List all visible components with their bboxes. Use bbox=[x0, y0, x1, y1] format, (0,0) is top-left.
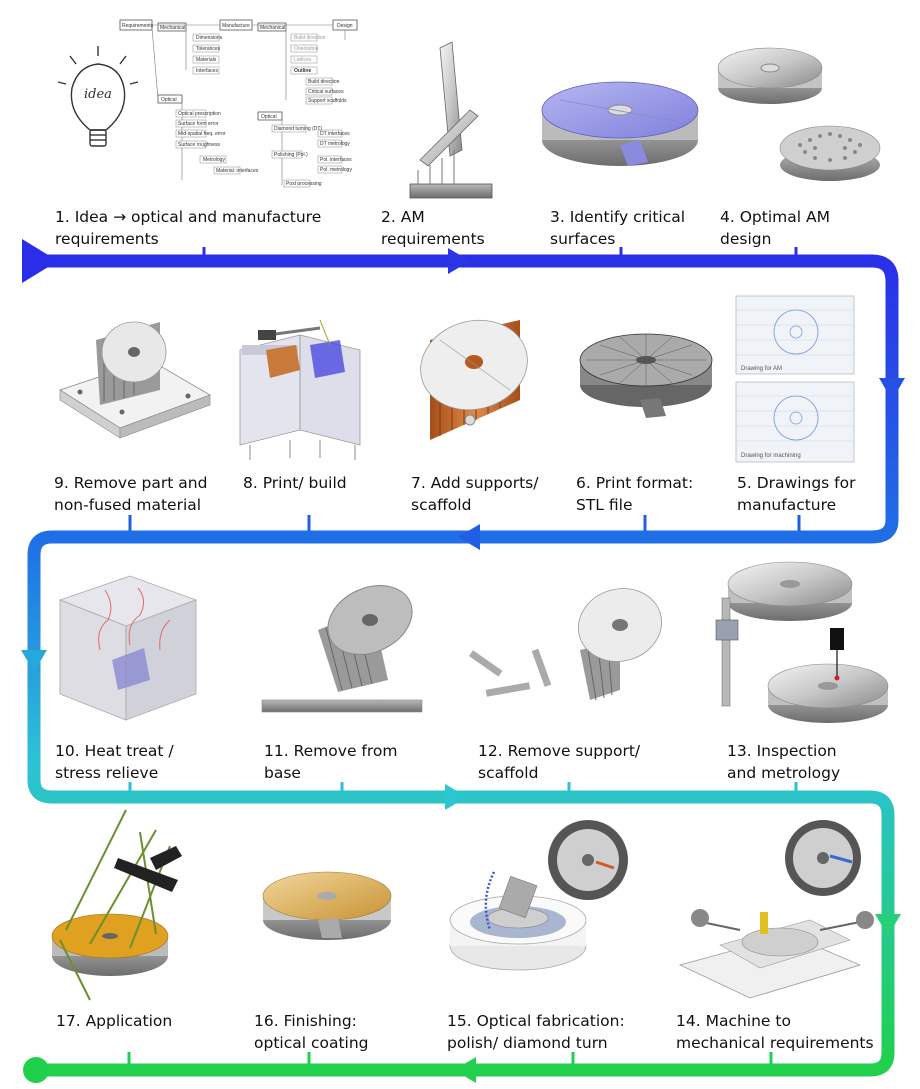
fc-requirements: Requirements bbox=[122, 23, 154, 29]
step-3-label-line-1: 3. Identify critical bbox=[550, 208, 685, 226]
step-13-label-line-1: 13. Inspection bbox=[727, 742, 837, 760]
step-5-label-line-1: 5. Drawings for bbox=[737, 474, 856, 492]
fc-mech-item-3: Materials bbox=[196, 57, 217, 63]
fc-man-mech-2: Orientation bbox=[294, 46, 319, 52]
support-scaffold-icon bbox=[410, 309, 537, 440]
flow-arrow-left-1 bbox=[458, 524, 480, 550]
step-4-label-line-1: 4. Optimal AM bbox=[720, 208, 830, 226]
step-6-label-line-1: 6. Print format: bbox=[576, 474, 693, 492]
fc-man-optical: Optical bbox=[261, 114, 277, 120]
polishing-diamond-turn-icon bbox=[450, 820, 628, 970]
fc-man-mech-3: Lattices bbox=[294, 57, 312, 63]
fc-man-opt-6: Pol. interfaces bbox=[320, 157, 352, 163]
fc-man-mech-5: Build direction bbox=[308, 79, 340, 85]
step-10-label-line-1: 10. Heat treat / bbox=[55, 742, 174, 760]
fc-man-opt-3: Post processing bbox=[286, 181, 322, 187]
fc-opt-item-4: Surface roughness bbox=[178, 142, 220, 148]
fc-opt-item-5: Metrology bbox=[203, 157, 225, 163]
step-15-label-line-1: 15. Optical fabrication: bbox=[447, 1012, 625, 1030]
fc-man-mech-1: Build direction bbox=[294, 35, 326, 41]
step-11-label-line-1: 11. Remove from bbox=[264, 742, 397, 760]
flow-start-arrow bbox=[22, 239, 58, 283]
flow-arrow-left-2 bbox=[454, 1057, 476, 1083]
fc-man-mech-4: Outline bbox=[294, 68, 311, 74]
lattice-mirror-design-icon bbox=[718, 48, 880, 181]
fc-design: Design bbox=[337, 23, 353, 29]
fc-man-opt-5: DT metrology bbox=[320, 141, 350, 147]
flow-arrow-down-1 bbox=[879, 378, 905, 400]
flow-arrow-right-2 bbox=[445, 784, 467, 810]
flow-arrow-down-3 bbox=[875, 914, 901, 936]
flow-arrow-down-2 bbox=[21, 650, 47, 672]
technical-drawings-icon: Drawing for AM Drawing for machining bbox=[736, 296, 854, 462]
step-2-label-line-1: 2. AM bbox=[381, 208, 425, 226]
step-2-label-line-2: requirements bbox=[381, 230, 485, 248]
drawing-am-label: Drawing for AM bbox=[741, 366, 782, 372]
fc-man-mech-6: Critical surfaces bbox=[308, 89, 344, 95]
fc-man-mech-7: Support scaffolds bbox=[308, 98, 347, 104]
step-16-label-line-2: optical coating bbox=[254, 1034, 369, 1052]
step-5-label-line-2: manufacture bbox=[737, 496, 836, 514]
part-on-build-plate-icon bbox=[60, 322, 210, 438]
flow-arrow-right-1 bbox=[448, 248, 470, 274]
fc-manufacture: Manufacture bbox=[222, 23, 250, 29]
idea-lightbulb-icon: idea bbox=[58, 46, 138, 146]
step-16-label-line-1: 16. Finishing: bbox=[254, 1012, 357, 1030]
step-12-label-line-1: 12. Remove support/ bbox=[478, 742, 641, 760]
step-13-label-line-2: and metrology bbox=[727, 764, 840, 782]
svg-text:idea: idea bbox=[84, 87, 112, 102]
step-1-label-line-1: 1. Idea → optical and manufacture bbox=[55, 208, 321, 226]
fc-opt-item-3: Mid-spatial freq. error bbox=[178, 131, 226, 137]
fc-man-opt-4: DT interfaces bbox=[320, 131, 350, 137]
caliper-probe-metrology-icon bbox=[716, 562, 888, 723]
fc-mech-item-2: Tolerances bbox=[196, 46, 221, 52]
step-8-label-line-1: 8. Print/ build bbox=[243, 474, 347, 492]
step-7-label-line-1: 7. Add supports/ bbox=[411, 474, 539, 492]
requirements-flowchart: Requirements Manufacture Design Mechanic… bbox=[120, 20, 357, 187]
step-7-label-line-2: scaffold bbox=[411, 496, 471, 514]
fc-man-opt-7: Pol. metrology bbox=[320, 167, 352, 173]
fc-mechanical: Mechanical bbox=[160, 25, 185, 31]
machining-vice-icon bbox=[680, 820, 874, 998]
step-10-label-line-2: stress relieve bbox=[55, 764, 158, 782]
fc-man-mechanical: Mechanical bbox=[260, 25, 285, 31]
step-6-label-line-2: STL file bbox=[576, 496, 632, 514]
fc-mech-item-4: Interfaces bbox=[196, 68, 218, 74]
step-11-label-line-2: base bbox=[264, 764, 301, 782]
step-1-label-line-2: requirements bbox=[55, 230, 159, 248]
step-14-label-line-1: 14. Machine to bbox=[676, 1012, 791, 1030]
step-4-label-line-2: design bbox=[720, 230, 771, 248]
step-3-label-line-2: surfaces bbox=[550, 230, 615, 248]
fc-man-opt-1: Diamond turning (DT) bbox=[274, 126, 322, 132]
step-12-label-line-2: scaffold bbox=[478, 764, 538, 782]
fc-optical: Optical bbox=[161, 97, 177, 103]
part-removed-from-base-icon bbox=[262, 572, 423, 712]
fc-opt-item-2: Surface form error bbox=[178, 121, 219, 127]
supports-removed-icon bbox=[469, 579, 670, 700]
fc-opt-item-1: Optical prescription bbox=[178, 111, 221, 117]
coated-mirror-icon bbox=[263, 872, 391, 940]
step-14-label-line-2: mechanical requirements bbox=[676, 1034, 874, 1052]
step-15-label-line-2: polish/ diamond turn bbox=[447, 1034, 608, 1052]
step-9-label-line-2: non-fused material bbox=[54, 496, 201, 514]
step-9-label-line-1: 9. Remove part and bbox=[54, 474, 207, 492]
critical-surfaces-mirror-icon bbox=[542, 82, 698, 166]
step-17-label-line-1: 17. Application bbox=[56, 1012, 172, 1030]
fc-man-opt-2: Polishing (Pol.) bbox=[274, 152, 308, 158]
am-part-orientation-icon bbox=[410, 42, 492, 198]
drawing-machining-label: Drawing for machining bbox=[741, 453, 801, 459]
telescope-mirror-application-icon bbox=[52, 810, 182, 1000]
fc-opt-item-6: Material: interfaces bbox=[216, 168, 259, 174]
heat-treatment-furnace-icon bbox=[60, 576, 196, 720]
fc-mech-item-1: Dimensions bbox=[196, 35, 223, 41]
stl-mesh-mirror-icon bbox=[580, 334, 712, 418]
powder-bed-printer-icon bbox=[240, 320, 360, 460]
flow-end-dot bbox=[23, 1057, 49, 1083]
